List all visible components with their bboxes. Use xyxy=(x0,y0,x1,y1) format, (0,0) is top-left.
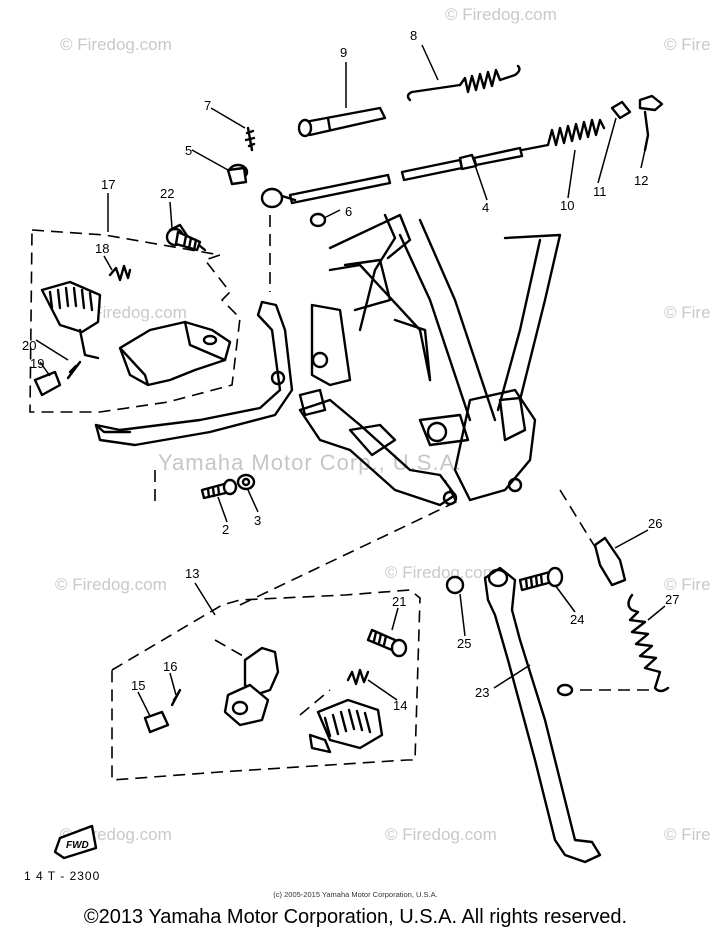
part-label-8: 8 xyxy=(410,28,417,43)
part-label-9: 9 xyxy=(340,45,347,60)
part-label-6: 6 xyxy=(345,204,352,219)
watermark: © Firedog.com xyxy=(664,825,711,844)
part-5-collar xyxy=(226,163,249,186)
part-label-4: 4 xyxy=(482,200,489,215)
watermark: © Firedog.com xyxy=(385,563,497,582)
assembly-13-boundary xyxy=(111,589,421,781)
part-21-bolt xyxy=(366,628,408,658)
part-label-14: 14 xyxy=(393,698,407,713)
watermark: © Firedog.com xyxy=(664,35,711,54)
footpeg-left xyxy=(40,280,102,360)
part-label-18: 18 xyxy=(95,241,109,256)
part-8-spring xyxy=(406,64,521,102)
watermark: © Firedog.com xyxy=(385,825,497,844)
watermark: © Firedog.com xyxy=(55,575,167,594)
part-label-21: 21 xyxy=(392,594,406,609)
part-7-pin xyxy=(244,126,256,152)
part-label-19: 19 xyxy=(30,356,44,371)
part-labels: 9 8 7 5 6 4 10 11 12 17 22 18 20 19 2 3 … xyxy=(22,28,679,713)
part-1-rod xyxy=(288,173,392,205)
part-26-clip xyxy=(593,536,627,587)
part-label-27: 27 xyxy=(665,592,679,607)
part-label-13: 13 xyxy=(185,566,199,581)
part-label-11: 11 xyxy=(593,184,607,199)
part-2-bolt xyxy=(200,478,238,500)
part-label-3: 3 xyxy=(254,513,261,528)
fwd-label: FWD xyxy=(66,840,89,851)
part-label-22: 22 xyxy=(160,186,174,201)
part-18-spring xyxy=(108,264,132,282)
copyright-caption: ©2013 Yamaha Motor Corporation, U.S.A. A… xyxy=(83,906,628,928)
frame xyxy=(298,213,562,507)
part-label-2: 2 xyxy=(222,522,229,537)
shift-arm xyxy=(94,300,294,447)
part-label-26: 26 xyxy=(648,516,662,531)
drawing-code: 1 4 T - 2300 xyxy=(24,869,100,883)
part-label-20: 20 xyxy=(22,338,36,353)
part-23-sidestand xyxy=(483,566,602,864)
part-10-spring xyxy=(520,118,606,152)
part-22-bolt xyxy=(165,227,202,252)
part-label-5: 5 xyxy=(185,143,192,158)
part-6-washer xyxy=(309,212,327,228)
part-label-10: 10 xyxy=(560,198,574,213)
watermark: © Firedog.com xyxy=(445,5,557,24)
part-11-clip xyxy=(610,100,632,120)
assembly-17-boundary xyxy=(29,229,241,413)
fwd-arrow: FWD xyxy=(53,824,98,860)
part-14-spring xyxy=(346,668,370,686)
watermark: © Firedog.com xyxy=(60,35,172,54)
leader-lines xyxy=(35,44,666,717)
part-15-pin xyxy=(143,710,170,734)
footrest-bracket-right xyxy=(223,646,280,727)
watermark: © Firedog.com xyxy=(664,575,711,594)
part-24-bolt xyxy=(518,566,564,592)
watermark: © Firedog.com xyxy=(664,303,711,322)
part-9-pin xyxy=(297,106,387,138)
part-12-wingnut xyxy=(638,94,664,152)
part-label-15: 15 xyxy=(131,678,145,693)
part-label-7: 7 xyxy=(204,98,211,113)
watermark-layer: © Firedog.com © Firedog.com © Firedog.co… xyxy=(55,5,711,844)
part-16-cotter xyxy=(170,688,182,707)
part-label-24: 24 xyxy=(570,612,584,627)
part-label-16: 16 xyxy=(163,659,177,674)
part-25-nut xyxy=(445,575,465,595)
part-label-17: 17 xyxy=(101,177,115,192)
leader-13 xyxy=(194,582,216,616)
part-label-25: 25 xyxy=(457,636,471,651)
small-copyright: (c) 2005-2015 Yamaha Motor Corporation, … xyxy=(273,890,438,899)
part-label-12: 12 xyxy=(634,173,648,188)
part-19-pin xyxy=(33,370,62,397)
part-label-23: 23 xyxy=(475,685,489,700)
part-20-cotter xyxy=(66,360,82,380)
part-joint xyxy=(260,187,297,209)
part-4-shaft xyxy=(400,146,524,182)
part-27-spring xyxy=(627,593,670,693)
part-3-nut xyxy=(236,473,256,491)
watermark: © Firedog.com xyxy=(75,303,187,322)
footpeg-right xyxy=(308,698,384,754)
